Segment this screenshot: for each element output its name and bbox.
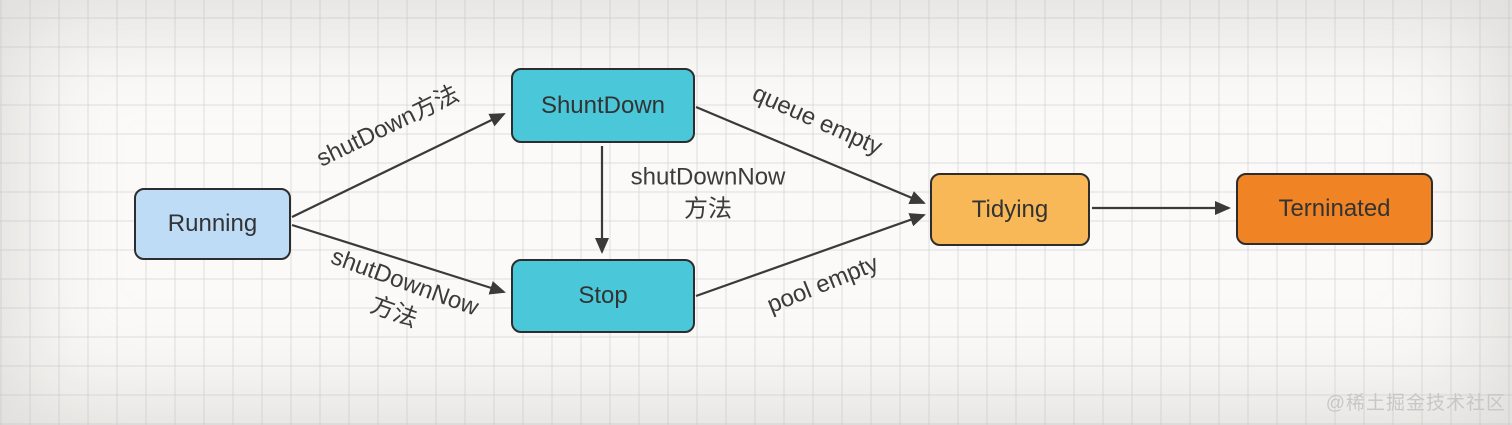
edge-label-shutdownnow-method-vertical: shutDownNow 方法 [630, 163, 786, 223]
arrow-running-to-stop [291, 223, 506, 295]
watermark: @稀土掘金技术社区 [1325, 393, 1506, 414]
node-tidying: Tidying [930, 173, 1090, 246]
arrow-shuntdown-to-tidying [695, 105, 926, 205]
node-shuntdown: ShuntDown [511, 68, 695, 143]
node-terninated: Terninated [1236, 173, 1433, 245]
node-stop: Stop [511, 259, 695, 333]
arrow-running-to-shuntdown [291, 113, 506, 218]
arrow-stop-to-tidying [695, 213, 926, 298]
node-running: Running [134, 188, 291, 260]
